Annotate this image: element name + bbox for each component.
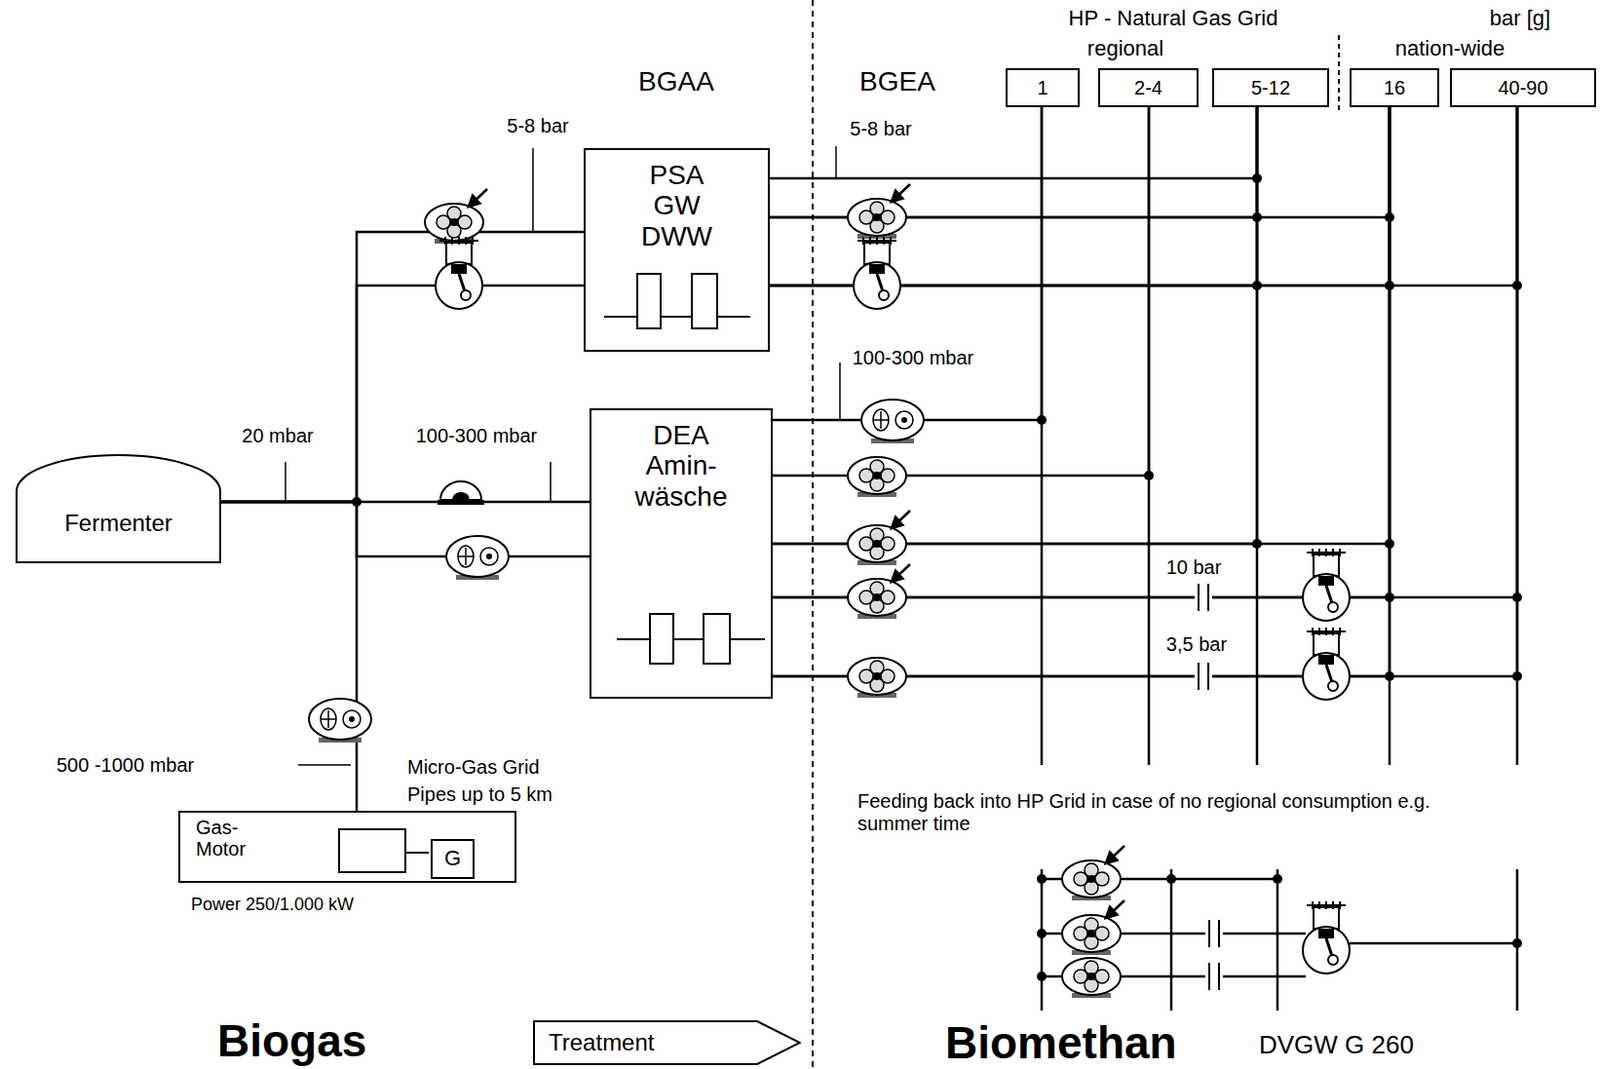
text-label: 5-8 bar [506,114,569,138]
pressure-box: 2-4 [1098,68,1199,108]
text-label: 100-300 mbar [416,424,538,448]
compressor-symbol [1062,900,1125,955]
pipe-connector [221,501,590,557]
node-text: 1 [1036,76,1048,99]
compressor-symbol [1062,845,1125,901]
leader-lines [285,146,840,765]
text-label: DVGW G 260 [1258,1030,1414,1061]
pipe-connector [772,107,1518,677]
process-box: DEA Amin- wäsche [589,408,773,699]
pipe-connector [769,107,1258,286]
piston-compressor [1302,901,1350,974]
process-box: PSA GW DWW [583,148,770,352]
text-label: 10 bar [1166,556,1222,579]
engine-box: Gas- MotorG [178,810,517,883]
node-text: 5-12 [1251,76,1291,99]
shape-path [16,455,221,563]
node-text: G [444,846,461,872]
text-label: Pipes up to 5 km [407,783,553,806]
piston-compressor [1302,548,1350,621]
compressor-symbol [847,457,907,497]
separation-column [604,273,765,664]
node-text: Fermenter [64,510,173,537]
text-label: HP - Natural Gas Grid [1068,5,1279,31]
text-label: BGAA [638,66,715,98]
compressor-symbol [847,657,907,698]
pipe-connector [769,107,1258,218]
text-label: Power 250/1.000 kW [190,894,354,915]
pressure-box: 1 [1005,68,1080,108]
compressor-symbol [424,189,488,244]
pressure-box: 40-90 [1449,68,1597,108]
node-text: DEA Amin- wäsche [635,419,728,512]
node-text: PSA GW DWW [641,159,713,252]
fermenter-tank: Fermenter [15,454,222,564]
grid-divider [1337,35,1340,112]
piston-compressor [853,236,901,309]
pressure-box: 16 [1349,68,1440,108]
node-text: Gas- Motor [195,816,246,861]
compressor-symbol [847,184,911,239]
node-text: 2-4 [1134,76,1163,99]
pipe-connector [769,107,1258,179]
shape-outline [15,454,222,564]
pipe-connector [772,107,1390,677]
pipe-connector [772,107,1149,476]
pipe-connector [221,285,584,502]
grid-bus-lines [1041,107,1518,765]
text-label: Biomethan [945,1017,1178,1069]
roots-blower [446,535,509,580]
text-label: regional [1087,36,1164,61]
compressor-symbol [1062,957,1121,998]
generator-parts [339,829,429,873]
pipe-connector [772,107,1390,598]
pipe-connector [769,107,1390,286]
pressure-box: 5-12 [1212,68,1330,108]
text-label: 20 mbar [241,424,313,448]
roots-blower [861,399,924,444]
compressor-symbol [847,510,911,566]
text-label: nation-wide [1395,36,1506,61]
pipe-connector [772,107,1518,598]
storage-symbol [1194,662,1213,690]
boundary-line [811,0,814,1069]
text-label: Micro-Gas Grid [407,756,540,779]
pipe-connector [772,107,1390,544]
text-label: 3,5 bar [1166,633,1227,656]
shape-path [533,1021,800,1065]
text-label: BGEA [859,66,936,98]
text-label: bar [g] [1489,5,1551,31]
node-text: Treatment [548,1029,654,1057]
text-label: 5-8 bar [849,117,912,141]
junction-dots [351,173,1523,982]
pipe-connector [221,501,357,811]
roots-blower [308,698,372,743]
generator-box: G [430,838,475,879]
storage-symbol [1194,583,1213,611]
text-label: 100-300 mbar [852,346,975,370]
pipe-connector [221,231,584,502]
piston-compressor [435,236,483,309]
text-label: Feeding back into HP Grid in case of no … [857,790,1482,836]
treatment-arrow: Treatment [533,1020,801,1066]
node-text: 40-90 [1497,76,1548,99]
piston-compressor [1302,627,1350,700]
node-text: 16 [1383,76,1406,99]
compressor-symbol [847,564,911,619]
storage-symbol [1205,962,1223,991]
text-label: Biogas [217,1015,367,1067]
storage-symbol [1205,919,1223,948]
text-label: 500 -1000 mbar [56,754,194,777]
blower-symbol [437,481,485,505]
pipe-connector [772,107,1258,544]
